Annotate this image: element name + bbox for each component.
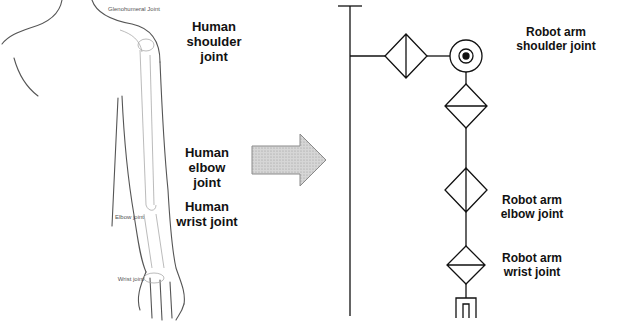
- joint-label: Robot arm wrist joint: [496, 252, 568, 280]
- joint-label: Human elbow joint: [174, 146, 240, 191]
- joint-diamond: [445, 168, 487, 212]
- joint-label: Robot arm elbow joint: [496, 194, 568, 222]
- block-arrow: [252, 134, 326, 186]
- anatomy-label: Glenohumeral Joint: [108, 6, 178, 13]
- base-link: [350, 55, 386, 56]
- wrist-bones: [144, 273, 164, 283]
- link: [465, 128, 466, 168]
- gripper: [456, 298, 476, 318]
- torso-side: [112, 98, 118, 226]
- joint-diamond: [385, 34, 427, 78]
- joint-label: Robot arm shoulder joint: [500, 26, 612, 54]
- link: [427, 55, 450, 56]
- joint-diamond: [447, 246, 485, 284]
- shoulder-bone: [138, 39, 154, 51]
- hand: [138, 272, 184, 320]
- human-arm-sketch: [2, 0, 184, 320]
- anatomy-label: Wrist joint: [100, 276, 144, 283]
- link: [465, 72, 466, 84]
- anatomy-label: Elbow joint: [100, 214, 144, 221]
- link: [465, 212, 466, 246]
- neck-shoulder-line: [2, 0, 62, 44]
- link: [465, 284, 466, 298]
- rotary-joint: [450, 40, 482, 72]
- base-cap: [338, 5, 362, 6]
- bones: [120, 30, 164, 283]
- inner-arm: [122, 96, 146, 272]
- forearm-bones: [144, 214, 164, 268]
- torso-line: [14, 58, 38, 96]
- rotary-joint-dot: [463, 53, 469, 59]
- joint-diamond: [445, 84, 487, 128]
- rotary-joint-ring: [459, 49, 473, 63]
- joint-label: Human shoulder joint: [178, 20, 250, 65]
- joint-label: Human wrist joint: [174, 200, 240, 230]
- base-line: [349, 6, 350, 316]
- robot-arm: [338, 6, 487, 318]
- humerus: [120, 30, 156, 210]
